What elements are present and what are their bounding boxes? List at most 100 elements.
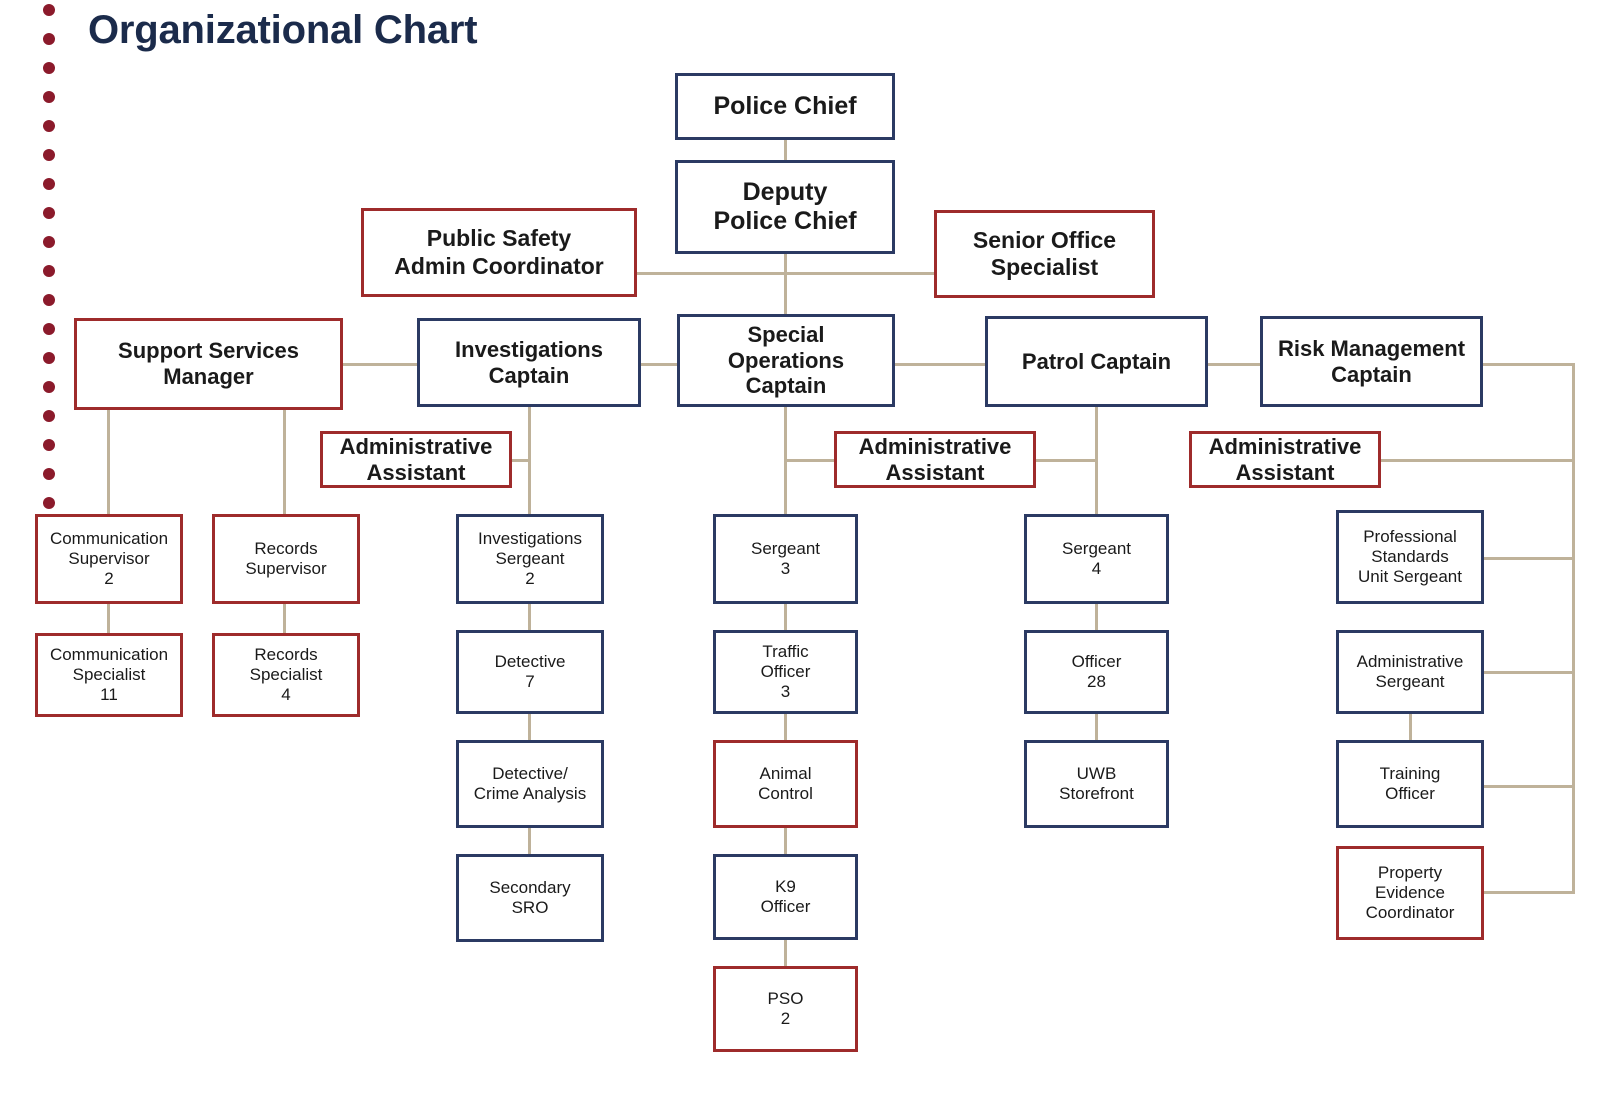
node-label: Deputy Police Chief [713, 177, 857, 236]
rail-dot [43, 468, 55, 480]
node-label: Officer 28 [1071, 651, 1122, 691]
connector-admin2-to-patrol [1036, 459, 1097, 462]
node-records-specialist[interactable]: Records Specialist 4 [212, 633, 360, 717]
rail-dot [43, 410, 55, 422]
node-label: Traffic Officer 3 [760, 641, 811, 702]
connector-support-to-comm [107, 410, 110, 515]
node-deputy-police-chief[interactable]: Deputy Police Chief [675, 160, 895, 254]
node-label: Administrative Assistant [858, 433, 1012, 485]
dotted-rail-decoration [43, 4, 57, 509]
node-senior-office-specialist[interactable]: Senior Office Specialist [934, 210, 1155, 298]
node-pso[interactable]: PSO 2 [713, 966, 858, 1052]
node-label: Records Specialist 4 [249, 644, 323, 705]
node-label: Risk Management Captain [1277, 335, 1466, 387]
rail-dot [43, 62, 55, 74]
connector-traffic-to-animal [784, 714, 787, 740]
connector-deputy-trunk [784, 254, 787, 318]
node-professional-standards-unit-sergeant[interactable]: Professional Standards Unit Sergeant [1336, 510, 1484, 604]
connector-k9-to-pso [784, 940, 787, 966]
node-records-supervisor[interactable]: Records Supervisor [212, 514, 360, 604]
node-training-officer[interactable]: Training Officer [1336, 740, 1484, 828]
node-label: Administrative Sergeant [1356, 651, 1464, 691]
node-communication-supervisor[interactable]: Communication Supervisor 2 [35, 514, 183, 604]
connector-investigations-to-specialops [641, 363, 677, 366]
node-officer[interactable]: Officer 28 [1024, 630, 1169, 714]
node-administrative-assistant-risk-management[interactable]: Administrative Assistant [1189, 431, 1381, 488]
connector-officer-to-uwb [1095, 714, 1098, 740]
rail-dot [43, 178, 55, 190]
connector-support-to-investigations [343, 363, 419, 366]
node-label: Support Services Manager [118, 338, 299, 389]
node-administrative-assistant-special-operations[interactable]: Administrative Assistant [834, 431, 1036, 488]
node-special-operations-captain[interactable]: Special Operations Captain [677, 314, 895, 407]
node-sergeant-patrol[interactable]: Sergeant 4 [1024, 514, 1169, 604]
node-label: Detective 7 [494, 651, 566, 691]
node-public-safety-admin-coordinator[interactable]: Public Safety Admin Coordinator [361, 208, 637, 297]
node-label: Police Chief [713, 91, 857, 120]
rail-dot [43, 352, 55, 364]
node-label: K9 Officer [760, 876, 811, 916]
connector-rail-to-property [1484, 891, 1575, 894]
node-administrative-assistant-investigations[interactable]: Administrative Assistant [320, 431, 512, 488]
connector-deputy-staff-bar [637, 272, 937, 275]
node-secondary-sro[interactable]: Secondary SRO [456, 854, 604, 942]
connector-admin3-to-rail [1381, 459, 1575, 462]
node-label: Special Operations Captain [727, 321, 845, 399]
node-support-services-manager[interactable]: Support Services Manager [74, 318, 343, 410]
node-communication-specialist[interactable]: Communication Specialist 11 [35, 633, 183, 717]
node-label: Property Evidence Coordinator [1365, 862, 1455, 923]
node-k9-officer[interactable]: K9 Officer [713, 854, 858, 940]
node-label: Investigations Captain [455, 336, 603, 388]
node-detective-crime-analysis[interactable]: Detective/ Crime Analysis [456, 740, 604, 828]
node-label: Records Supervisor [245, 538, 327, 578]
rail-dot [43, 4, 55, 16]
rail-dot [43, 323, 55, 335]
connector-invsgt-to-detective [528, 604, 531, 632]
node-property-evidence-coordinator[interactable]: Property Evidence Coordinator [1336, 846, 1484, 940]
node-administrative-sergeant[interactable]: Administrative Sergeant [1336, 630, 1484, 714]
rail-dot [43, 236, 55, 248]
node-label: Communication Supervisor 2 [49, 528, 169, 589]
connector-specialops-to-admin2 [784, 459, 834, 462]
rail-dot [43, 207, 55, 219]
connector-sgt3-to-traffic [784, 604, 787, 632]
node-label: Professional Standards Unit Sergeant [1358, 526, 1462, 587]
connector-records-sup-to-spec [283, 604, 286, 634]
connector-admin1-to-trunk [512, 459, 530, 462]
node-police-chief[interactable]: Police Chief [675, 73, 895, 140]
connector-risk-rail [1572, 363, 1575, 893]
node-label: Animal Control [758, 763, 813, 803]
node-label: Public Safety Admin Coordinator [394, 225, 604, 279]
connector-crime-to-sro [528, 828, 531, 854]
node-traffic-officer[interactable]: Traffic Officer 3 [713, 630, 858, 714]
node-label: PSO 2 [767, 988, 804, 1028]
rail-dot [43, 120, 55, 132]
connector-chief-deputy [784, 140, 787, 163]
rail-dot [43, 265, 55, 277]
node-label: Sergeant 4 [1062, 538, 1131, 578]
rail-dot [43, 33, 55, 45]
rail-dot [43, 91, 55, 103]
node-label: Secondary SRO [489, 877, 571, 917]
node-investigations-captain[interactable]: Investigations Captain [417, 318, 641, 407]
rail-dot [43, 149, 55, 161]
rail-dot [43, 381, 55, 393]
node-sergeant-special-operations[interactable]: Sergeant 3 [713, 514, 858, 604]
connector-rail-to-training [1484, 785, 1575, 788]
node-label: Training Officer [1379, 763, 1441, 803]
connector-animal-to-k9 [784, 828, 787, 854]
node-uwb-storefront[interactable]: UWB Storefront [1024, 740, 1169, 828]
node-label: Patrol Captain [1021, 348, 1172, 374]
node-label: Communication Specialist 11 [49, 644, 169, 705]
connector-rail-to-adminsgt [1484, 671, 1575, 674]
node-label: Senior Office Specialist [972, 226, 1117, 280]
connector-patrol-to-risk [1208, 363, 1260, 366]
node-animal-control[interactable]: Animal Control [713, 740, 858, 828]
node-patrol-captain[interactable]: Patrol Captain [985, 316, 1208, 407]
node-detective[interactable]: Detective 7 [456, 630, 604, 714]
connector-rail-to-psu [1484, 557, 1575, 560]
rail-dot [43, 439, 55, 451]
node-risk-management-captain[interactable]: Risk Management Captain [1260, 316, 1483, 407]
node-investigations-sergeant[interactable]: Investigations Sergeant 2 [456, 514, 604, 604]
